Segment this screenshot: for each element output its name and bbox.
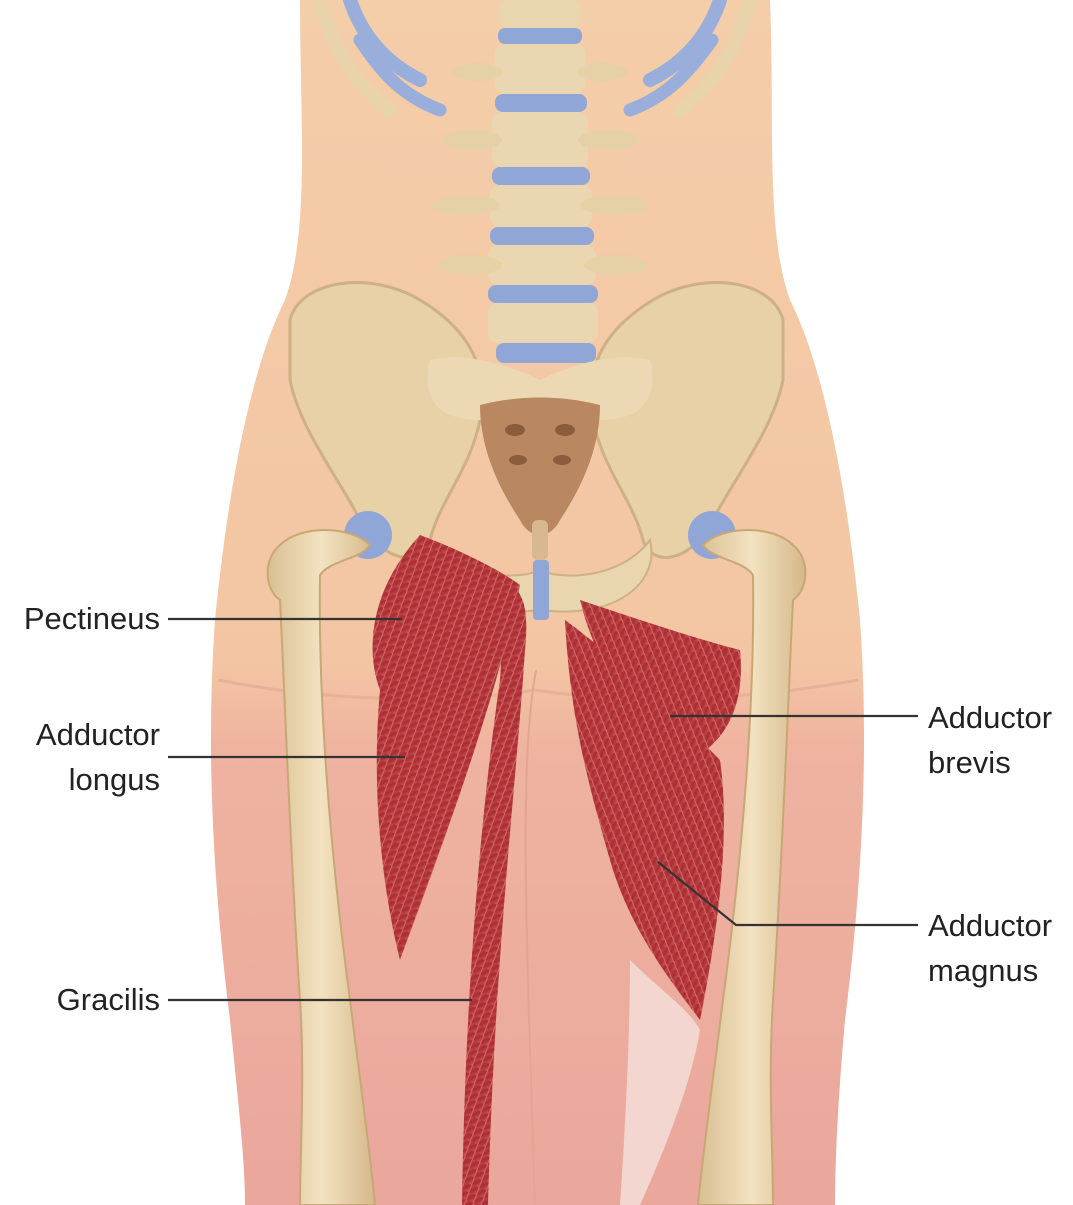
label-adductor-longus-line1: Adductor: [36, 717, 160, 752]
label-gracilis: Gracilis: [57, 982, 160, 1017]
label-adductor-longus-line2: longus: [69, 762, 160, 797]
label-adductor-brevis-line1: Adductor: [928, 700, 1052, 735]
label-adductor-magnus-line1: Adductor: [928, 908, 1052, 943]
label-pectineus: Pectineus: [24, 601, 160, 636]
label-adductor-magnus-line2: magnus: [928, 953, 1038, 988]
label-adductor-brevis-line2: brevis: [928, 745, 1011, 780]
